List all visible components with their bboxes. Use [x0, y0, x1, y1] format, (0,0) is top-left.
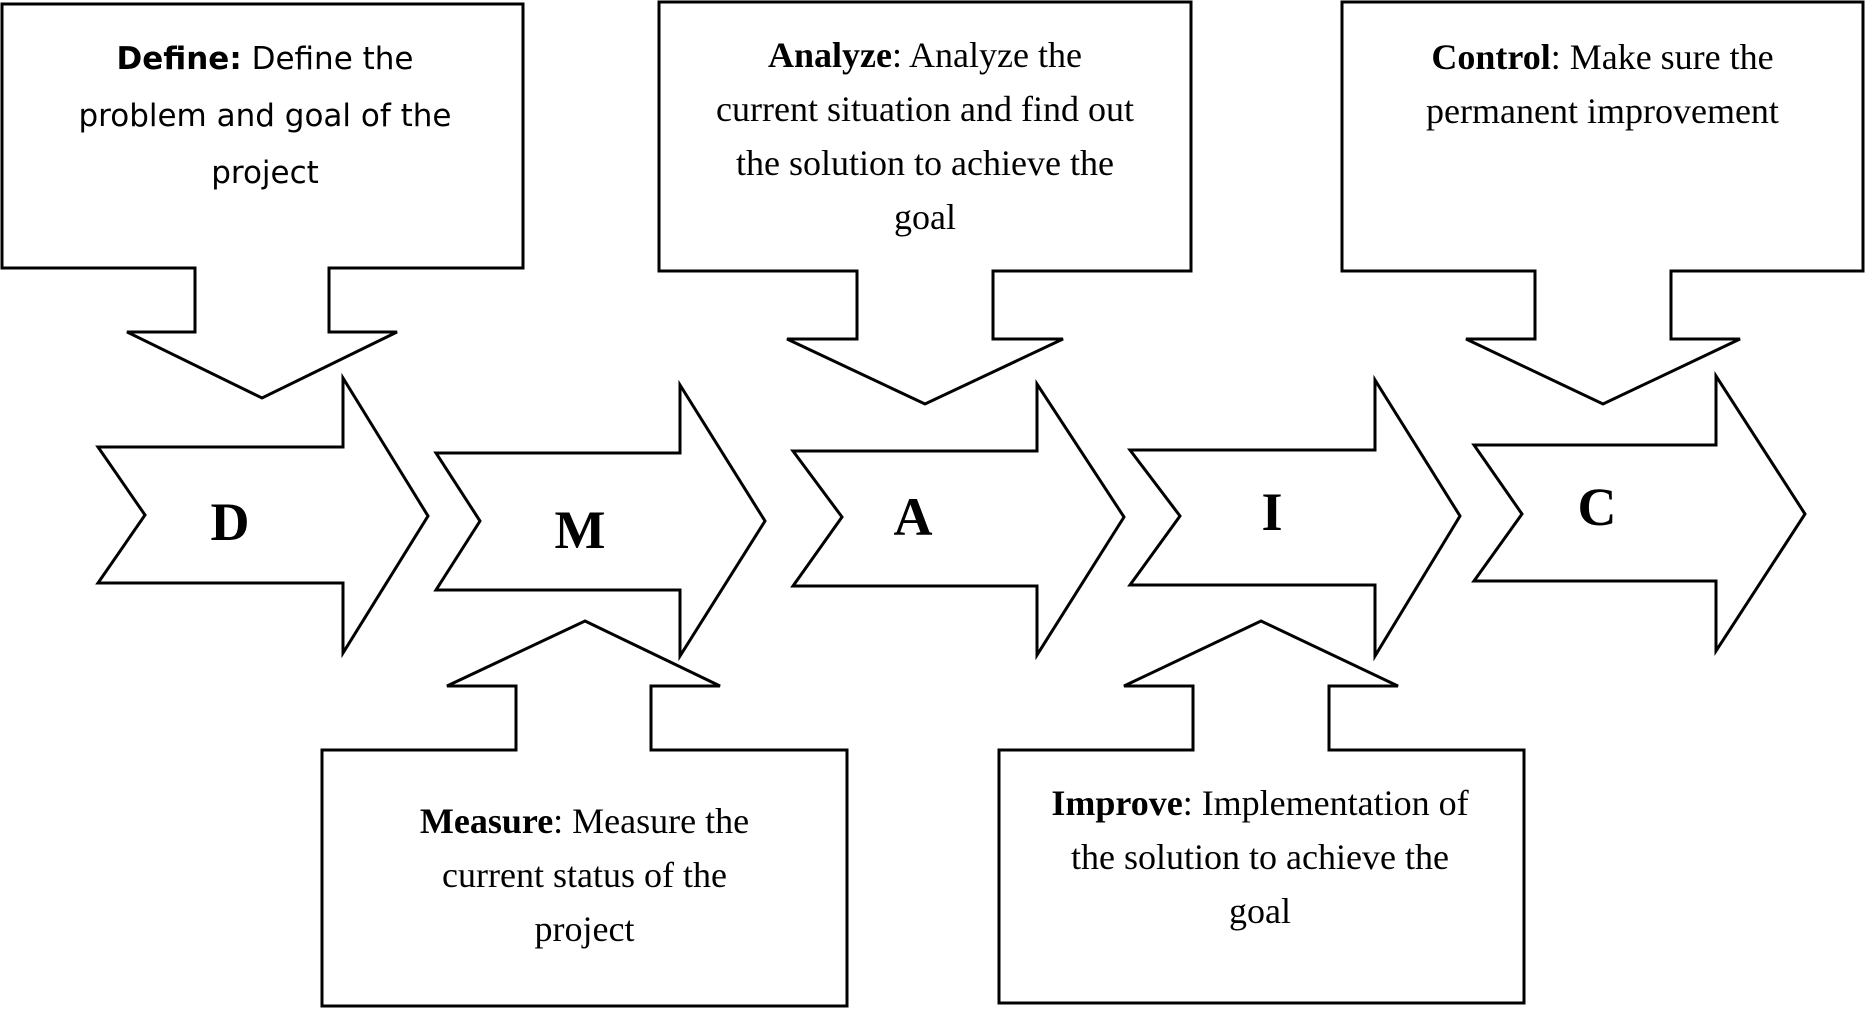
- measure-callout-text: Measure: Measure the current status of t…: [392, 794, 777, 956]
- define-callout-text: Define: Define the problem and goal of t…: [55, 31, 475, 202]
- improve-term: Improve: [1051, 783, 1183, 823]
- define-term: Define:: [116, 41, 242, 77]
- d-phase-letter: D: [211, 492, 250, 552]
- define-description: Define the problem and goal of the proje…: [78, 41, 452, 191]
- c-phase-letter: C: [1578, 477, 1617, 537]
- analyze-callout-text: Analyze: Analyze the current situation a…: [715, 28, 1135, 244]
- m-phase-arrow: [433, 379, 767, 662]
- analyze-description: : Analyze the current situation and find…: [716, 35, 1134, 237]
- control-callout-shape: [1340, 0, 1865, 406]
- m-phase-letter: M: [555, 500, 606, 560]
- a-phase-letter: A: [894, 487, 933, 547]
- a-phase-arrow: [790, 378, 1126, 661]
- control-callout-text: Control: Make sure the permanent improve…: [1420, 30, 1785, 138]
- improve-callout-shape: [997, 619, 1526, 1005]
- measure-callout-shape: [320, 619, 849, 1008]
- c-phase-arrow: [1471, 370, 1807, 657]
- analyze-term: Analyze: [768, 35, 893, 75]
- d-phase-arrow: [95, 372, 430, 659]
- measure-description: : Measure the current status of the proj…: [442, 801, 750, 949]
- control-term: Control: [1431, 37, 1551, 77]
- i-phase-letter: I: [1261, 482, 1282, 542]
- define-callout-shape: [0, 2, 525, 400]
- i-phase-arrow: [1126, 374, 1462, 662]
- analyze-callout-shape: [657, 0, 1193, 406]
- measure-term: Measure: [419, 801, 554, 841]
- improve-callout-text: Improve: Implementation of the solution …: [1040, 776, 1480, 938]
- control-description: : Make sure the permanent improvement: [1426, 37, 1779, 131]
- improve-description: : Implementation of the solution to achi…: [1071, 783, 1469, 931]
